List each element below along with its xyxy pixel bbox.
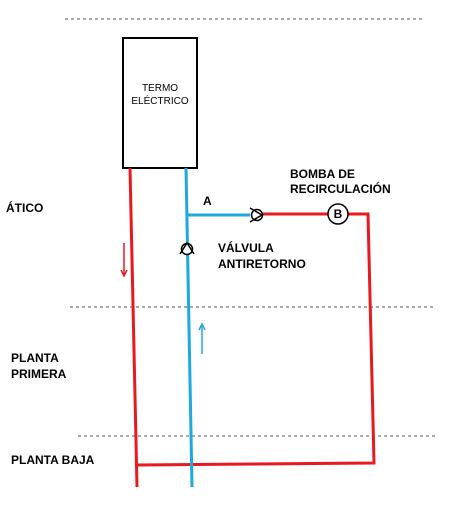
valve-label-line1: VÁLVULA <box>218 240 274 255</box>
pump-symbol: B <box>334 207 343 221</box>
pump-icon <box>327 203 349 225</box>
cold-water-pipe <box>184 167 194 488</box>
floor-first-label-line2: PRIMERA <box>11 367 67 381</box>
floor-attic-label: ÁTICO <box>6 200 43 215</box>
water-heater-box <box>122 37 198 169</box>
valve-label-line2: ANTIRETORNO <box>218 257 306 271</box>
heater-label-line2: ELÉCTRICO <box>131 94 188 107</box>
recirculation-return-pipe <box>136 212 376 467</box>
pump-title-line1: BOMBA DE <box>290 167 355 181</box>
floor-ground-label: PLANTA BAJA <box>11 453 95 467</box>
heater-label-line1: TERMO <box>142 83 178 94</box>
junction-label: A <box>203 194 212 208</box>
horizontal-check-valve-icon <box>249 207 264 223</box>
floor-first-label-line1: PLANTA <box>11 351 59 365</box>
hot-flow-down-arrow-icon <box>120 243 128 278</box>
vertical-check-valve-icon <box>179 241 195 256</box>
cold-flow-up-arrow-icon <box>198 322 206 354</box>
hot-water-pipe <box>128 167 139 488</box>
pump-title-line2: RECIRCULACIÓN <box>290 181 391 196</box>
